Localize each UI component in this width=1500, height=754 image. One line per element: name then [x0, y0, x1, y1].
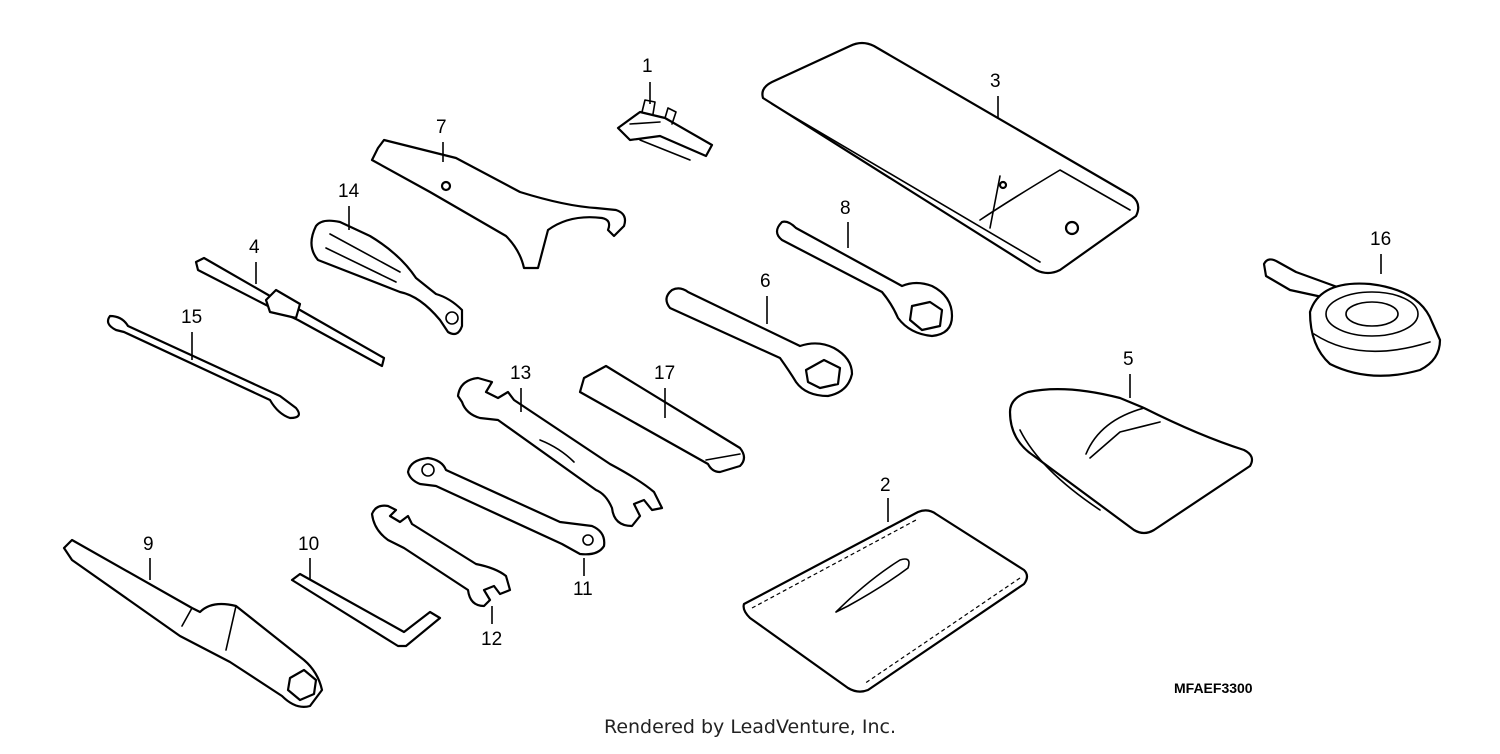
- callout-17[interactable]: 17: [654, 363, 676, 384]
- part-2-manual-pouch[interactable]: [742, 509, 1029, 693]
- part-10-hex-wrench[interactable]: [290, 572, 442, 648]
- part-7-pin-spanner[interactable]: [370, 138, 627, 270]
- part-9-spark-plug-wrench[interactable]: [62, 538, 324, 708]
- part-15-extension-bar[interactable]: [106, 314, 300, 420]
- callout-15[interactable]: 15: [181, 307, 203, 328]
- callout-16[interactable]: 16: [1370, 229, 1392, 250]
- part-1-fuse-clip[interactable]: [616, 99, 714, 161]
- part-14-screwdriver-handle[interactable]: [310, 219, 464, 336]
- leader-lines: [149, 82, 1382, 624]
- callout-11[interactable]: 11: [573, 579, 593, 600]
- callout-1[interactable]: 1: [642, 56, 653, 77]
- callout-8[interactable]: 8: [840, 198, 851, 219]
- callout-6[interactable]: 6: [760, 271, 771, 292]
- part-13-open-end-wrench[interactable]: [456, 376, 664, 528]
- callout-9[interactable]: 9: [143, 534, 154, 555]
- part-12-open-end-wrench-small[interactable]: [370, 504, 512, 608]
- footer-credit: Rendered by LeadVenture, Inc.: [603, 716, 897, 738]
- callout-12[interactable]: 12: [481, 629, 503, 650]
- callout-5[interactable]: 5: [1123, 349, 1134, 370]
- part-16-oil-filter-wrench[interactable]: [1262, 258, 1442, 377]
- callout-7[interactable]: 7: [436, 117, 447, 138]
- callout-4[interactable]: 4: [249, 237, 260, 258]
- callout-3[interactable]: 3: [990, 71, 1001, 92]
- part-17-hand-grip[interactable]: [578, 364, 746, 474]
- part-3-tool-bag[interactable]: [761, 41, 1140, 275]
- part-4-screwdriver-bit[interactable]: [194, 256, 386, 368]
- part-6-box-wrench-22[interactable]: [665, 287, 854, 398]
- callout-2[interactable]: 2: [880, 475, 891, 496]
- part-5-tool-bag-honda[interactable]: [1008, 388, 1254, 535]
- callout-14[interactable]: 14: [338, 181, 360, 202]
- part-11-combination-wrench[interactable]: [406, 456, 606, 556]
- drawing-code: MFAEF3300: [1174, 680, 1253, 696]
- callout-13[interactable]: 13: [510, 363, 532, 384]
- part-8-box-wrench-27[interactable]: [775, 220, 954, 338]
- callout-10[interactable]: 10: [298, 534, 320, 555]
